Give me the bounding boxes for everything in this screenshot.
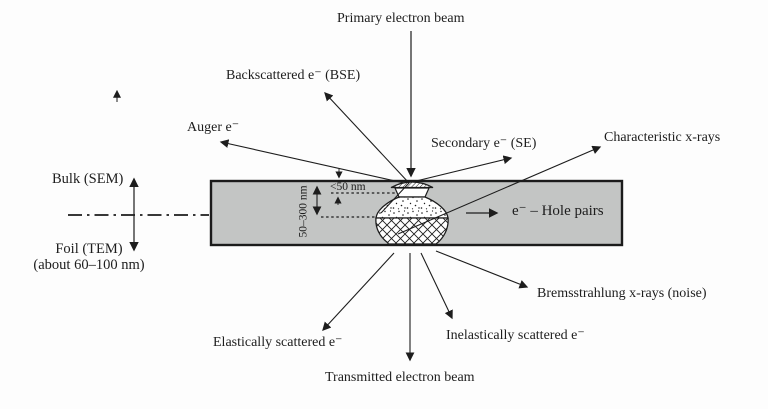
bulk-sem-label: Bulk (SEM) (52, 171, 124, 187)
foil-tem-label: Foil (TEM) (about 60–100 nm) (13, 241, 165, 273)
auger-label: Auger e⁻ (187, 120, 240, 135)
characteristic-xrays-label: Characteristic x-rays (604, 130, 721, 145)
secondary-arrow (411, 155, 513, 183)
se-emission-lens (390, 181, 434, 189)
bremsstrahlung-arrow (435, 250, 529, 289)
secondary-label: Secondary e⁻ (SE) (431, 136, 537, 151)
foil-tem-label-line1: Foil (TEM) (55, 241, 123, 257)
auger-arrow (219, 139, 405, 184)
backscattered-label: Backscattered e⁻ (BSE) (226, 68, 361, 83)
inelastic-arrow (420, 252, 453, 320)
interaction-volume (375, 181, 449, 245)
depth-shallow-label: <50 nm (330, 181, 366, 193)
crosshatch-region (375, 217, 449, 245)
inelastic-label: Inelastically scattered e⁻ (446, 328, 585, 343)
elastic-arrow (322, 252, 395, 331)
characteristic-xray-arrow (397, 145, 602, 235)
depth-range-label: 50–300 nm (297, 185, 310, 238)
elastic-label: Elastically scattered e⁻ (213, 335, 343, 350)
foil-tem-label-line2: (about 60–100 nm) (33, 257, 145, 274)
primary-beam-label: Primary electron beam (337, 11, 465, 26)
hole-pairs-label: e⁻ – Hole pairs (512, 203, 604, 219)
bremsstrahlung-label: Bremsstrahlung x-rays (noise) (537, 286, 707, 301)
backscattered-arrow (324, 92, 410, 214)
transmitted-label: Transmitted electron beam (325, 370, 475, 385)
